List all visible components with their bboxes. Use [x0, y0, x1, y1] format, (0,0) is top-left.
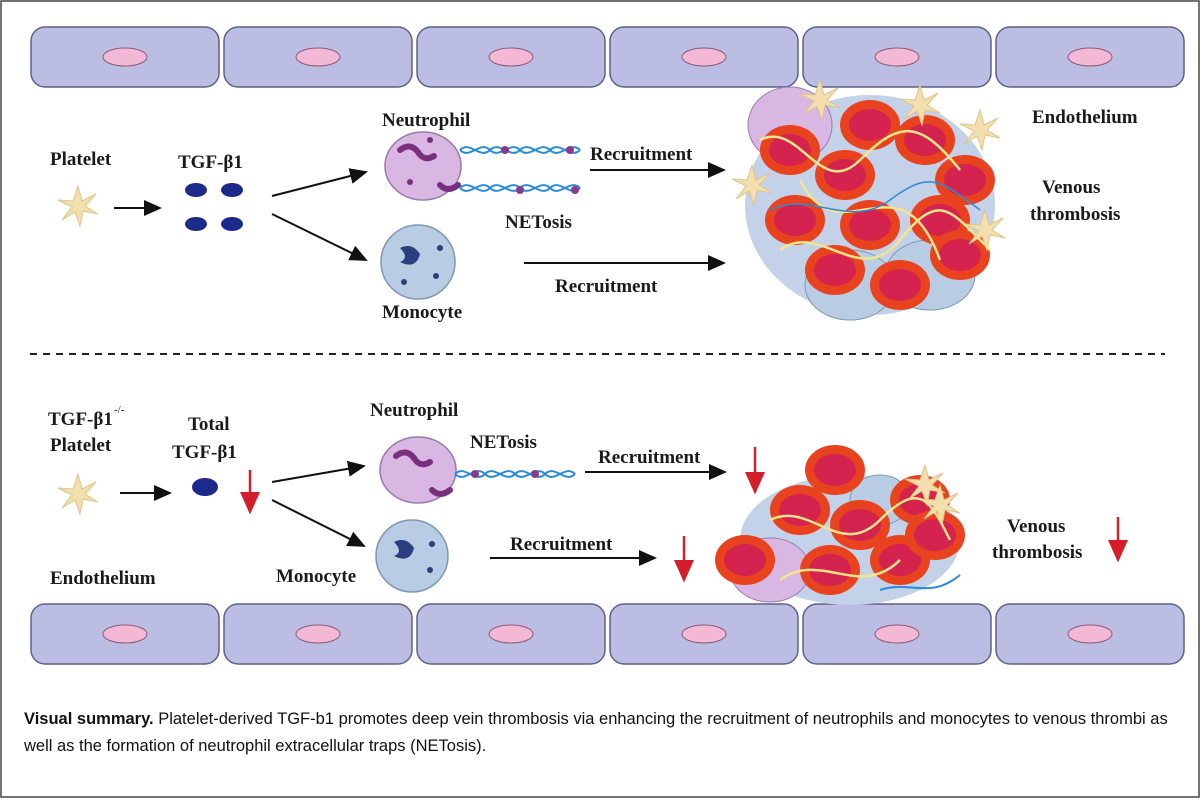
bottom-recruitment-lower: Recruitment	[510, 534, 613, 555]
top-endothelium	[30, 26, 1185, 88]
bottom-monocyte-icon	[375, 519, 449, 593]
reduced-tgf-icon	[192, 478, 218, 496]
bottom-netosis-label: NETosis	[470, 432, 537, 453]
tgf-beta1-icon	[185, 183, 243, 231]
top-venous-line2: thrombosis	[1030, 204, 1120, 225]
monocyte-icon	[380, 224, 456, 300]
bottom-recruitment-upper: Recruitment	[598, 447, 701, 468]
thrombus-icon	[731, 79, 1006, 321]
figure-caption: Visual summary. Platelet-derived TGF-b1 …	[24, 706, 1184, 760]
bottom-platelet-line1: TGF-β1	[48, 409, 113, 430]
bottom-neutrophil-icon	[379, 436, 457, 504]
platelet-icon	[57, 185, 99, 227]
bottom-monocyte-label: Monocyte	[276, 566, 356, 587]
bottom-endothelium-label: Endothelium	[50, 568, 156, 589]
bottom-net-strand-icon	[454, 470, 576, 478]
caption-text: Platelet-derived TGF-b1 promotes deep ve…	[24, 710, 1168, 755]
bottom-endothelium	[30, 603, 1185, 665]
bottom-platelet-line2: Platelet	[50, 435, 112, 456]
top-recruitment-upper: Recruitment	[590, 144, 693, 165]
bottom-total-line2: TGF-β1	[172, 442, 237, 463]
top-recruitment-lower: Recruitment	[555, 276, 658, 297]
top-tgf-label: TGF-β1	[178, 152, 243, 173]
top-netosis-label: NETosis	[505, 212, 572, 233]
bottom-thrombus-icon	[715, 445, 965, 605]
bottom-neutrophil-label: Neutrophil	[370, 400, 458, 421]
caption-bold: Visual summary.	[24, 710, 154, 728]
top-neutrophil-label: Neutrophil	[382, 110, 470, 131]
neutrophil-icon	[384, 131, 462, 201]
top-monocyte-label: Monocyte	[382, 302, 462, 323]
top-venous-line1: Venous	[1042, 177, 1100, 198]
bottom-total-line1: Total	[188, 414, 230, 435]
bottom-venous-line1: Venous	[1007, 516, 1065, 537]
bottom-platelet-superscript: -/-	[114, 404, 125, 416]
top-endothelium-label: Endothelium	[1032, 107, 1138, 128]
bottom-venous-line2: thrombosis	[992, 542, 1082, 563]
top-platelet-label: Platelet	[50, 149, 112, 170]
knockout-platelet-icon	[57, 473, 99, 515]
net-strand-icon	[459, 146, 581, 194]
